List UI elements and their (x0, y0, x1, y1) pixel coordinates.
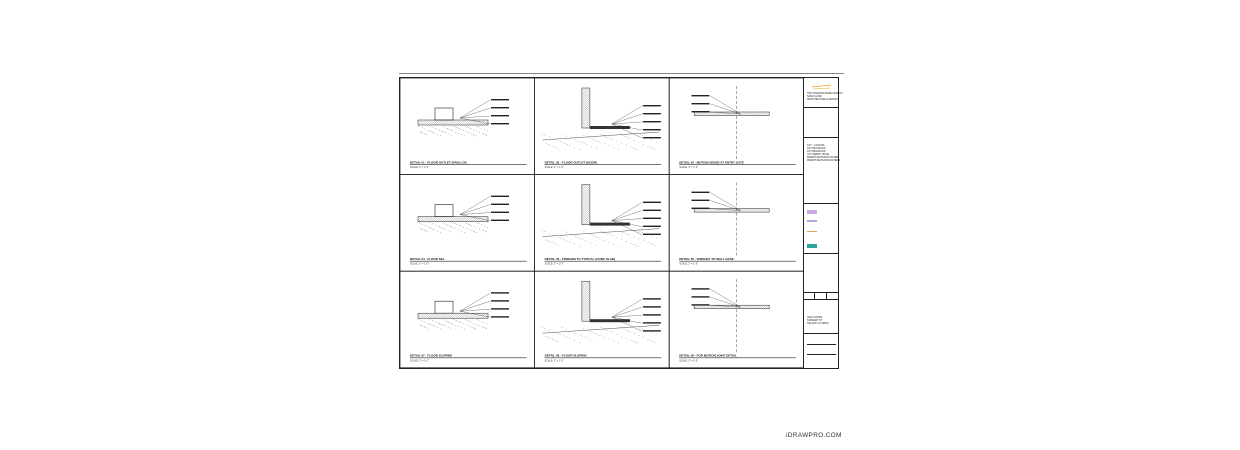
watermark-text: iDRAWPRO.COM (786, 432, 842, 439)
detail-cell-6: DETAIL 06 - FINISHES TO WALL BASE SCALE: … (668, 174, 804, 272)
detail-cell-2: DETAIL 02 - FLOOR OUTLET (DOOR) SCALE: 3"… (534, 78, 670, 175)
detail-scale-2: SCALE: 3" = 1'-0" (545, 166, 564, 169)
detail-title-9: DETAIL 09 - FOR MOTION JOINT DETAIL (679, 354, 737, 358)
detail-scale-1: SCALE: 3" = 1'-0" (410, 166, 429, 169)
detail-scale-5: SCALE: 3" = 1'-0" (545, 263, 564, 266)
detail-scale-8: SCALE: 3" = 1'-0" (545, 359, 564, 362)
detail-cell-4: DETAIL 04 - FLOOR SILL SCALE: 3" = 1'-0" (400, 174, 536, 272)
detail-title-1: DETAIL 01 - FLOOR OUTLET (PAN) LOG (410, 160, 468, 164)
detail-scale-7: SCALE: 3" = 1'-0" (410, 359, 429, 362)
title-block: THE STEWART DEVELOPMENT SAND SLATE ARCHI… (803, 78, 843, 368)
detail-title-6: DETAIL 06 - FINISHES TO WALL BASE (679, 257, 734, 261)
project-info: ADA FLOORS STEWART ST OKLAND, FLORIDA (807, 316, 829, 325)
detail-scale-9: SCALE: 3" = 1'-0" (679, 359, 698, 362)
detail-title-5: DETAIL 05 - FINISHES TO TYPICAL (CONC SL… (545, 257, 615, 261)
detail-title-7: DETAIL 07 - FLOOR SLOPING (410, 354, 453, 358)
detail-scale-4: SCALE: 3" = 1'-0" (410, 263, 429, 266)
detail-title-4: DETAIL 04 - FLOOR SILL (410, 257, 445, 261)
blank-box-1 (804, 108, 839, 138)
blank-box-2 (804, 254, 839, 300)
detail-title-2: DETAIL 02 - FLOOR OUTLET (DOOR) (545, 160, 598, 164)
firm-logo (811, 84, 832, 90)
detail-scale-6: SCALE: 3" = 1'-0" (679, 263, 698, 266)
legend-swatch-3 (807, 231, 817, 232)
detail-cell-1: DETAIL 01 - FLOOR OUTLET (PAN) LOG SCALE:… (400, 78, 536, 175)
detail-title-3: DETAIL 03 - MOTION SENSE AT ENTRY GATE (679, 160, 744, 164)
detail-scale-3: SCALE: 3" = 1'-0" (679, 166, 698, 169)
revision-notes: LOT - 1/12/2016 LOT REVISIONS LOT REVISI… (807, 144, 841, 162)
project-info-box: ADA FLOORS STEWART ST OKLAND, FLORIDA (804, 300, 839, 334)
revision-notes-box: LOT - 1/12/2016 LOT REVISIONS LOT REVISI… (804, 138, 841, 204)
detail-cell-5: DETAIL 05 - FINISHES TO TYPICAL (CONC SL… (534, 174, 670, 272)
sheet-number-box (804, 334, 839, 368)
legend-swatch-4 (807, 244, 817, 248)
detail-cell-9: DETAIL 09 - FOR MOTION JOINT DETAILSCALE… (668, 270, 804, 368)
detail-cell-3: DETAIL 03 - MOTION SENSE AT ENTRY GATE SC… (668, 78, 804, 175)
legend-box (804, 204, 839, 254)
legend-swatch-1 (807, 210, 817, 214)
detail-grid: DETAIL 01 - FLOOR OUTLET (PAN) LOG SCALE:… (400, 78, 804, 368)
firm-logo-box: THE STEWART DEVELOPMENT SAND SLATE ARCHI… (804, 78, 843, 108)
firm-name: THE STEWART DEVELOPMENT SAND SLATE ARCHI… (807, 92, 843, 101)
detail-title-8: DETAIL 08 - FLOOR SLOPING (545, 354, 588, 358)
legend-swatch-2 (807, 220, 817, 222)
sheet-top-border (399, 73, 844, 74)
drawing-sheet: DETAIL 01 - FLOOR OUTLET (PAN) LOG SCALE:… (399, 77, 843, 369)
